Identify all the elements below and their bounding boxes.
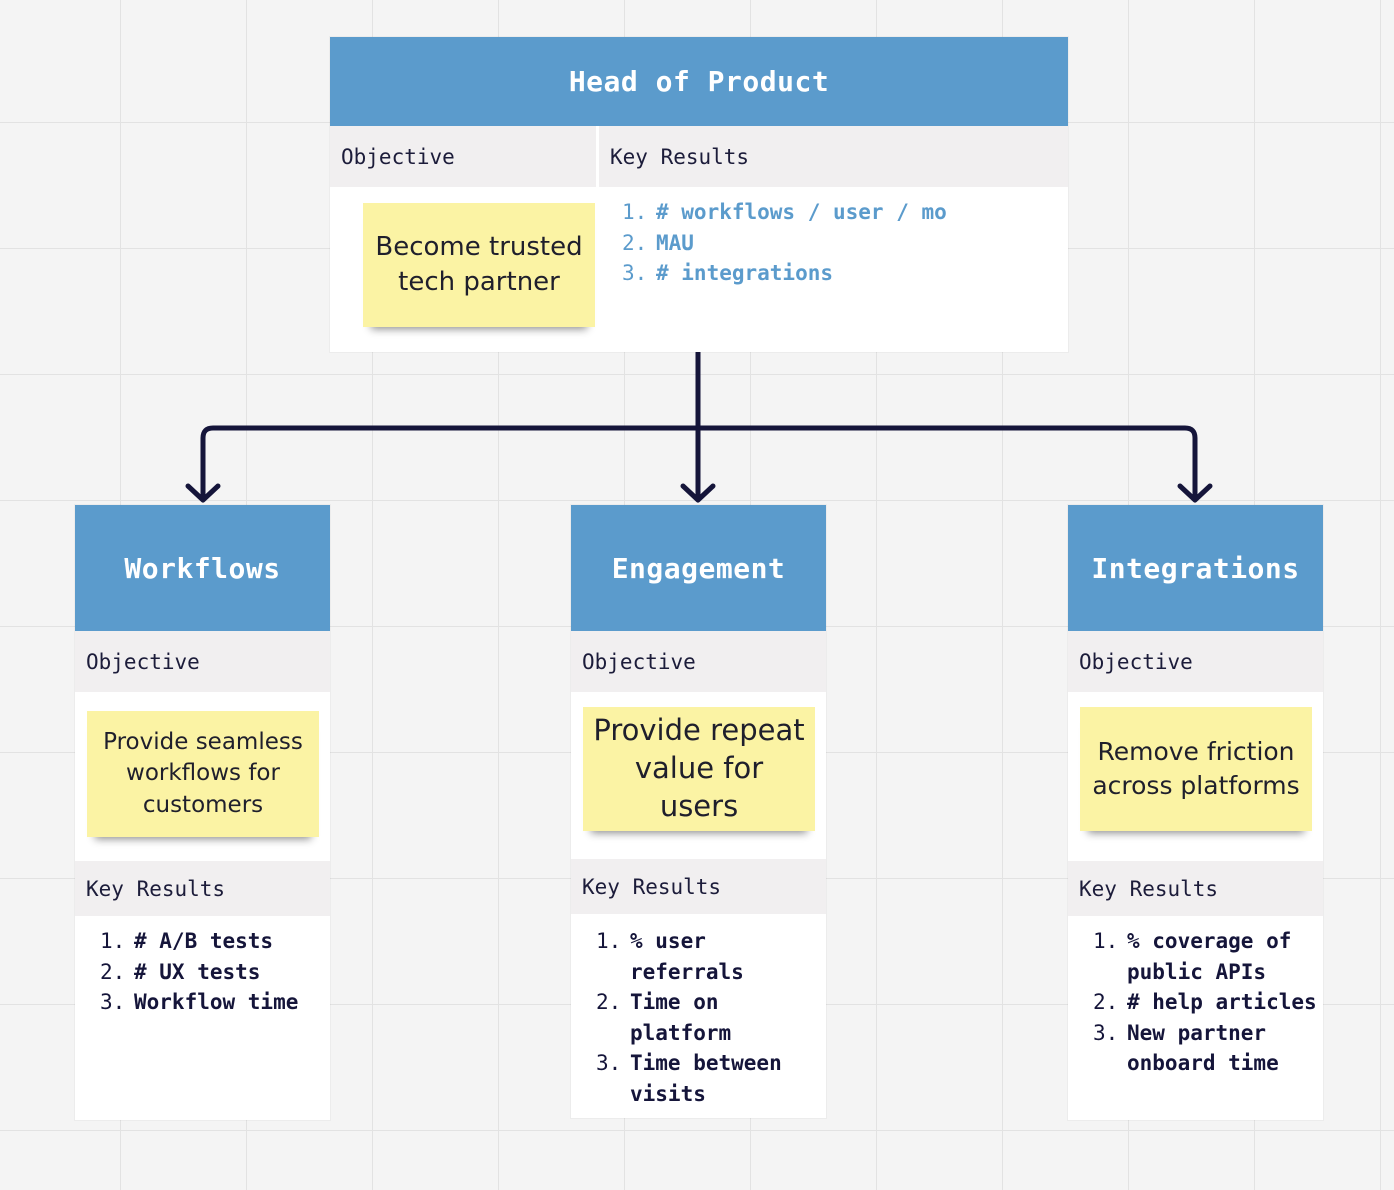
head-of-product-card[interactable]: Head of Product Objective Key Results Be… xyxy=(330,37,1068,352)
objective-sticky-note[interactable]: Become trusted tech partner xyxy=(363,203,595,327)
key-results-label: Key Results xyxy=(571,859,826,914)
objective-label: Objective xyxy=(1068,631,1323,692)
integrations-card[interactable]: Integrations Objective Remove friction a… xyxy=(1068,505,1323,1120)
engagement-card[interactable]: Engagement Objective Provide repeat valu… xyxy=(571,505,826,1118)
key-results-list: # A/B tests # UX tests Workflow time xyxy=(100,926,325,1018)
connector-branch-integrations xyxy=(695,425,1198,500)
key-result-item: # help articles xyxy=(1093,987,1317,1017)
key-results-label: Key Results xyxy=(1068,861,1323,916)
key-result-item: New partner onboard time xyxy=(1093,1018,1279,1076)
key-results-label: Key Results xyxy=(599,126,1068,187)
objective-sticky-note[interactable]: Provide seamless workflows for customers xyxy=(87,711,319,837)
connector-branch-workflows xyxy=(200,425,701,500)
key-result-item: % user referrals xyxy=(596,926,744,984)
key-result-item: # A/B tests xyxy=(100,926,274,956)
arrowhead-engagement xyxy=(680,483,716,503)
key-result-item: % coverage of public APIs xyxy=(1093,926,1292,984)
card-title: Workflows xyxy=(75,505,330,631)
card-title: Engagement xyxy=(571,505,826,631)
key-results-list: % coverage of public APIs # help article… xyxy=(1093,926,1321,1079)
key-result-item: # UX tests xyxy=(100,957,261,987)
key-result-item: # integrations xyxy=(622,258,834,288)
key-result-item: Time on platform xyxy=(596,987,732,1045)
objective-sticky-note[interactable]: Provide repeat value for users xyxy=(583,707,815,831)
objective-label: Objective xyxy=(330,126,596,187)
key-results-list: # workflows / user / mo MAU # integratio… xyxy=(622,197,1052,289)
objective-sticky-note[interactable]: Remove friction across platforms xyxy=(1080,707,1312,831)
key-result-item: MAU xyxy=(622,228,694,258)
workflows-card[interactable]: Workflows Objective Provide seamless wor… xyxy=(75,505,330,1120)
objective-label: Objective xyxy=(75,631,330,692)
arrowhead-integrations xyxy=(1177,483,1213,503)
key-results-label: Key Results xyxy=(75,861,330,916)
arrowhead-workflows xyxy=(185,483,221,503)
objective-label: Objective xyxy=(571,631,826,692)
key-result-item: # workflows / user / mo xyxy=(622,197,947,227)
key-result-item: Time between visits xyxy=(596,1048,782,1106)
card-title: Integrations xyxy=(1068,505,1323,631)
key-results-list: % user referrals Time on platform Time b… xyxy=(596,926,821,1109)
card-title: Head of Product xyxy=(330,37,1068,126)
key-result-item: Workflow time xyxy=(100,987,299,1017)
